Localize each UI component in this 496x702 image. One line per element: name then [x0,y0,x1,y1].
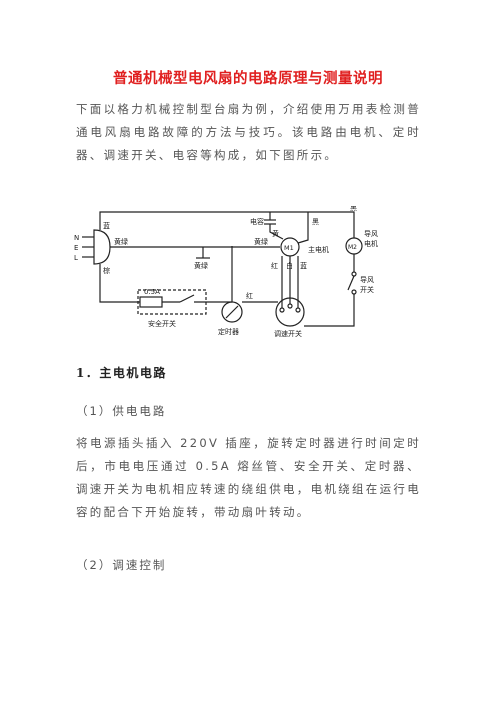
label-e: E [74,244,78,252]
section-heading: 1．主电机电路 [76,366,167,380]
page-title: 普通机械型电风扇的电路原理与测量说明 [113,70,383,87]
label-m1: M1 [284,244,294,252]
label-m2: M2 [348,244,357,251]
label-red-lower: 红 [246,291,253,300]
label-brown: 棕 [103,266,110,275]
label-blue-mid: 蓝 [300,261,307,270]
label-guide-motor-2: 电机 [364,239,378,248]
power-plug [93,229,111,265]
subheading-power-supply: （1）供电电路 [76,404,167,418]
capacitor-wire [269,224,284,240]
guide-switch-contact-top [351,271,357,277]
safety-switch-blade [179,294,195,303]
label-black-right: 黑 [350,206,357,212]
label-yellow: 黄 [272,229,279,238]
label-capacitor: 电容 [250,217,264,226]
power-supply-paragraph: 将电源插头插入 220V 插座，旋转定时器进行时间定时后，市电电压通过 0.5A… [76,436,421,519]
main-motor-m1 [280,237,300,257]
guide-switch-contact-bottom [351,289,357,295]
label-yellow-green-ground: 黄绿 [194,261,208,270]
label-safety-switch: 安全开关 [148,319,176,328]
black-motor-wire [297,212,309,244]
top-neutral-wire [99,211,355,238]
subheading-speed-control: （2）调速控制 [76,558,167,572]
timer-pointer [225,305,239,319]
label-n: N [74,234,79,242]
label-l: L [74,254,78,262]
label-blue-top: 蓝 [103,221,110,230]
label-white: 白 [286,261,293,270]
live-wire [99,264,140,303]
label-red-mid: 红 [271,261,278,270]
label-speed-switch: 调速开关 [274,329,302,338]
label-main-motor: 主电机 [308,245,329,254]
label-timer: 定时器 [218,327,239,336]
intro-paragraph: 下面以格力机械控制型台扇为例，介绍使用万用表检测普通电风扇电路故障的方法与技巧。… [76,102,421,162]
speed-contact-3 [295,307,301,313]
circuit-diagram: N E L 蓝 棕 黄绿 黄绿 黄绿 电容 黄 黑 黑 M1 主电机 红 白 蓝… [74,206,378,338]
speed-contact-2 [287,303,293,309]
label-guide-switch-2: 开关 [360,285,374,294]
speed-contact-1 [279,307,285,313]
guide-switch-blade [347,275,355,291]
label-fuse: 0.5A [144,288,160,296]
fuse [139,296,163,308]
label-guide-motor-1: 导风 [364,230,378,238]
guide-return-wire [304,294,355,327]
label-yellow-green-right: 黄绿 [254,237,268,246]
label-guide-switch-1: 导风 [360,276,374,284]
label-yellow-green-left: 黄绿 [114,237,128,246]
label-black-mid: 黑 [312,218,319,226]
